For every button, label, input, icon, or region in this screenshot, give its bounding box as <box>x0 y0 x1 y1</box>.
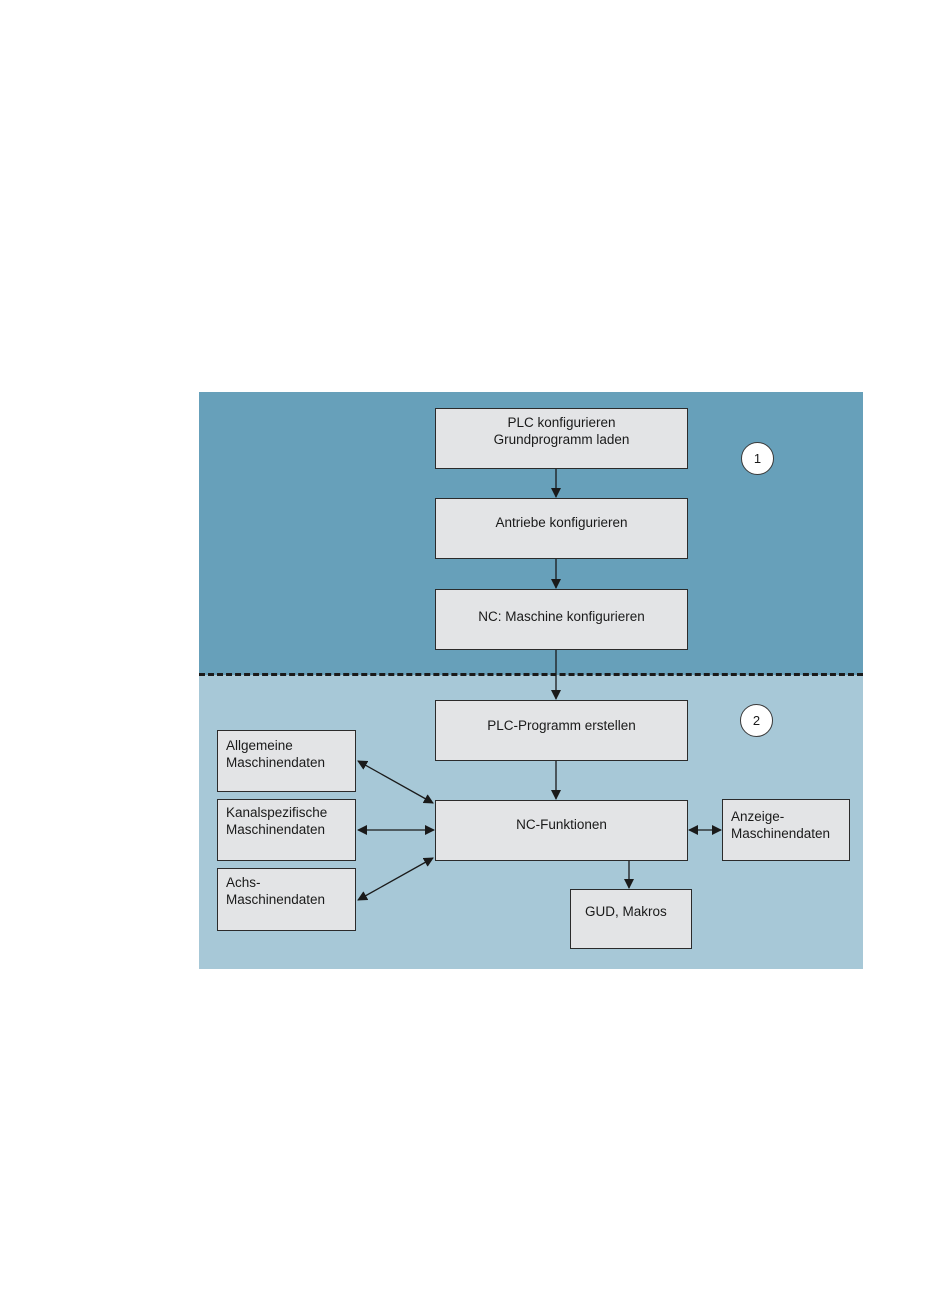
plc-config-line2: Grundprogramm laden <box>436 431 687 448</box>
phase-divider-dashed-line <box>199 673 863 676</box>
axis-machine-data-box: Achs- Maschinendaten <box>217 868 356 931</box>
nc-functions-box: NC-Funktionen <box>435 800 688 861</box>
general-machine-data-box: Allgemeine Maschinendaten <box>217 730 356 792</box>
display-machine-data-line1: Anzeige- <box>731 808 849 825</box>
channel-machine-data-line2: Maschinendaten <box>226 821 355 838</box>
channel-machine-data-line1: Kanalspezifische <box>226 804 355 821</box>
nc-machine-config-box: NC: Maschine konfigurieren <box>435 589 688 650</box>
plc-config-box: PLC konfigurieren Grundprogramm laden <box>435 408 688 469</box>
plc-config-line1: PLC konfigurieren <box>436 414 687 431</box>
axis-machine-data-line2: Maschinendaten <box>226 891 355 908</box>
plc-program-box: PLC-Programm erstellen <box>435 700 688 761</box>
plc-program-label: PLC-Programm erstellen <box>436 717 687 734</box>
display-machine-data-box: Anzeige- Maschinendaten <box>722 799 850 861</box>
nc-functions-label: NC-Funktionen <box>436 816 687 833</box>
nc-machine-config-label: NC: Maschine konfigurieren <box>436 608 687 625</box>
phase-1-marker: 1 <box>741 442 774 475</box>
phase-2-marker: 2 <box>740 704 773 737</box>
axis-machine-data-line1: Achs- <box>226 874 355 891</box>
display-machine-data-line2: Maschinendaten <box>731 825 849 842</box>
channel-machine-data-box: Kanalspezifische Maschinendaten <box>217 799 356 861</box>
gud-macros-box: GUD, Makros <box>570 889 692 949</box>
general-machine-data-line1: Allgemeine <box>226 737 355 754</box>
general-machine-data-line2: Maschinendaten <box>226 754 355 771</box>
drives-config-box: Antriebe konfigurieren <box>435 498 688 559</box>
gud-macros-label: GUD, Makros <box>585 903 691 920</box>
drives-config-label: Antriebe konfigurieren <box>436 514 687 531</box>
